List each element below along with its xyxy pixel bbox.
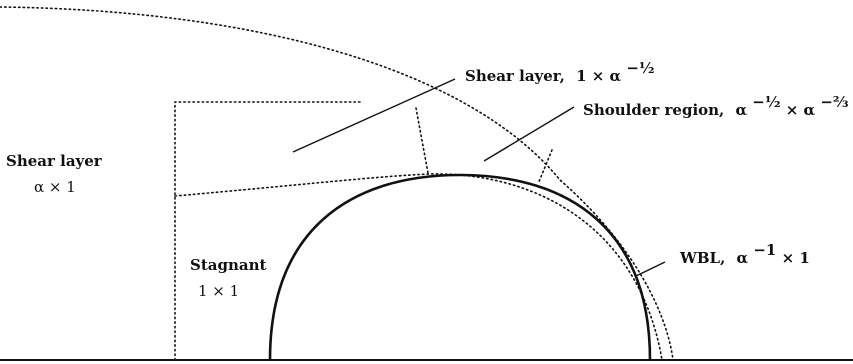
- shear-outer-scale: 1 × α: [576, 67, 621, 85]
- shoulder-divider-right: [537, 149, 553, 185]
- shoulder-alpha-exponent: −½: [752, 93, 780, 111]
- shear-outer-exponent: −½: [626, 59, 654, 77]
- leader-wbl: [635, 261, 666, 277]
- outer-shear-boundary: [0, 6, 674, 361]
- leader-shoulder: [483, 106, 575, 162]
- wall-boundary-layer-edge: [174, 173, 663, 361]
- wbl-name: WBL,: [679, 249, 725, 267]
- left-region-boundary: [174, 101, 361, 361]
- wbl-rest: × 1: [782, 249, 810, 267]
- label-stagnant: Stagnant: [190, 256, 266, 274]
- shoulder-divider-left: [415, 107, 429, 174]
- label-shear-layer-left-scale: α × 1: [34, 178, 76, 196]
- label-shoulder-region: Shoulder region, α −½ × α −⅔: [583, 93, 849, 119]
- shoulder-alpha: α: [736, 101, 748, 119]
- label-stagnant-scale: 1 × 1: [198, 282, 239, 300]
- wbl-exponent: −1: [753, 241, 776, 259]
- body-semicircle: [268, 173, 652, 361]
- shear-outer-name: Shear layer,: [465, 67, 565, 85]
- label-shear-layer-outer: Shear layer, 1 × α −½: [465, 59, 655, 85]
- shoulder-times-alpha: × α: [786, 101, 816, 119]
- label-wbl: WBL, α −1 × 1: [679, 241, 810, 267]
- label-shear-layer-left: Shear layer: [6, 152, 103, 170]
- shoulder-name: Shoulder region,: [583, 101, 724, 119]
- leader-shear-outer: [292, 78, 456, 153]
- shoulder-second-exponent: −⅔: [820, 93, 849, 111]
- wbl-alpha: α: [737, 249, 749, 267]
